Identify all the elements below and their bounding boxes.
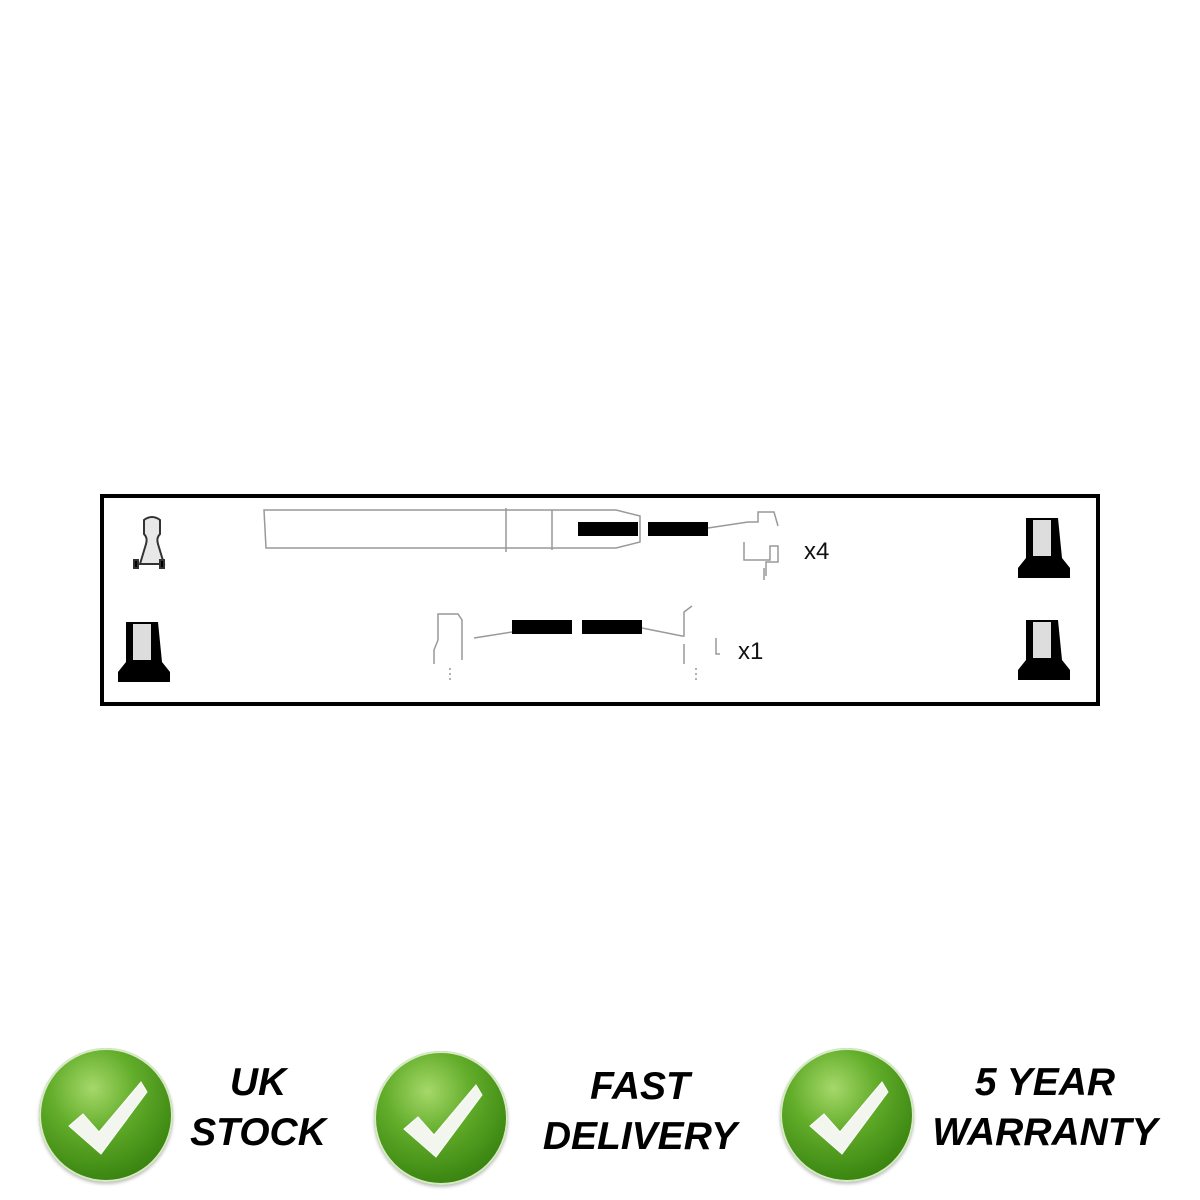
lead-row-1: [263, 508, 779, 580]
boot-connector-icon: [118, 622, 170, 682]
green-checkmark-icon: [39, 1048, 173, 1182]
boot-connector-icon: [1018, 518, 1070, 578]
five-year-warranty-label: 5 YEAR WARRANTY: [915, 1058, 1175, 1158]
ignition-lead-set-diagram: x4 x1: [100, 494, 1100, 706]
spark-plug-connector-icon: [133, 516, 166, 569]
boot-connector-icon: [1018, 620, 1070, 680]
row2-quantity: x1: [738, 638, 764, 665]
uk-stock-label: UK STOCK: [128, 1058, 388, 1158]
green-checkmark-icon: [374, 1051, 508, 1185]
fast-delivery-label: FAST DELIVERY: [510, 1062, 770, 1162]
badge-line-2: WARRANTY: [932, 1111, 1158, 1154]
lead-drawings: [118, 508, 1070, 682]
row1-quantity: x4: [804, 538, 830, 565]
badge-line-2: STOCK: [190, 1111, 326, 1154]
green-checkmark-icon: [780, 1048, 914, 1182]
lead-row-2: [433, 605, 720, 680]
badge-line-2: DELIVERY: [542, 1115, 738, 1158]
badge-line-1: FAST: [590, 1065, 690, 1108]
badge-line-1: UK: [229, 1061, 287, 1104]
badge-line-1: 5 YEAR: [974, 1061, 1116, 1104]
